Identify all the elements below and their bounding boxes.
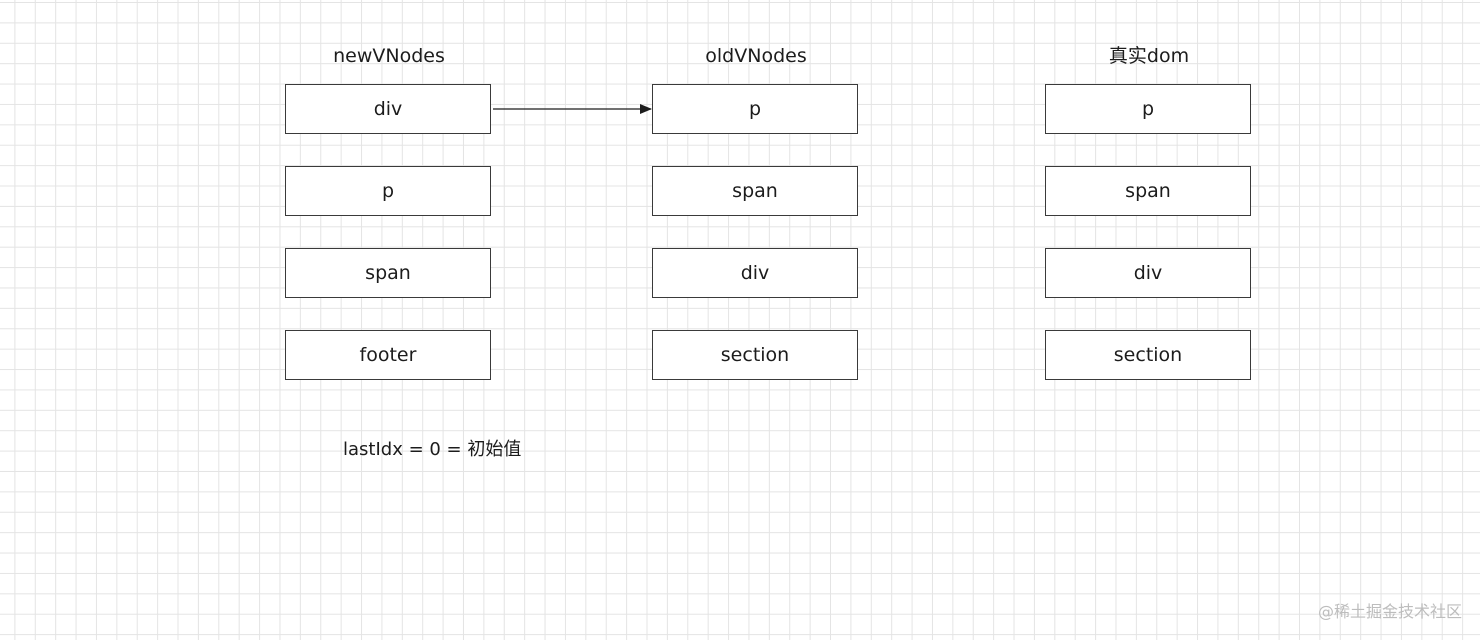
real-dom-node-span: span [1045,166,1251,216]
oldvnodes-node-div: div [652,248,858,298]
newvnodes-node-p: p [285,166,491,216]
oldvnodes-node-span: span [652,166,858,216]
oldvnodes-node-section: section [652,330,858,380]
newvnodes-node-div: div [285,84,491,134]
real-dom-node-section: section [1045,330,1251,380]
oldvnodes-title: oldVNodes [705,45,807,67]
newvnodes-title: newVNodes [333,45,445,67]
oldvnodes-node-p: p [652,84,858,134]
last-index-note: lastIdx = 0 = 初始值 [343,439,522,460]
real-dom-node-p: p [1045,84,1251,134]
watermark: @稀土掘金技术社区 [1317,602,1462,621]
real-dom-node-div: div [1045,248,1251,298]
real-dom-title: 真实dom [1108,45,1190,67]
newvnodes-node-footer: footer [285,330,491,380]
newvnodes-node-span: span [285,248,491,298]
